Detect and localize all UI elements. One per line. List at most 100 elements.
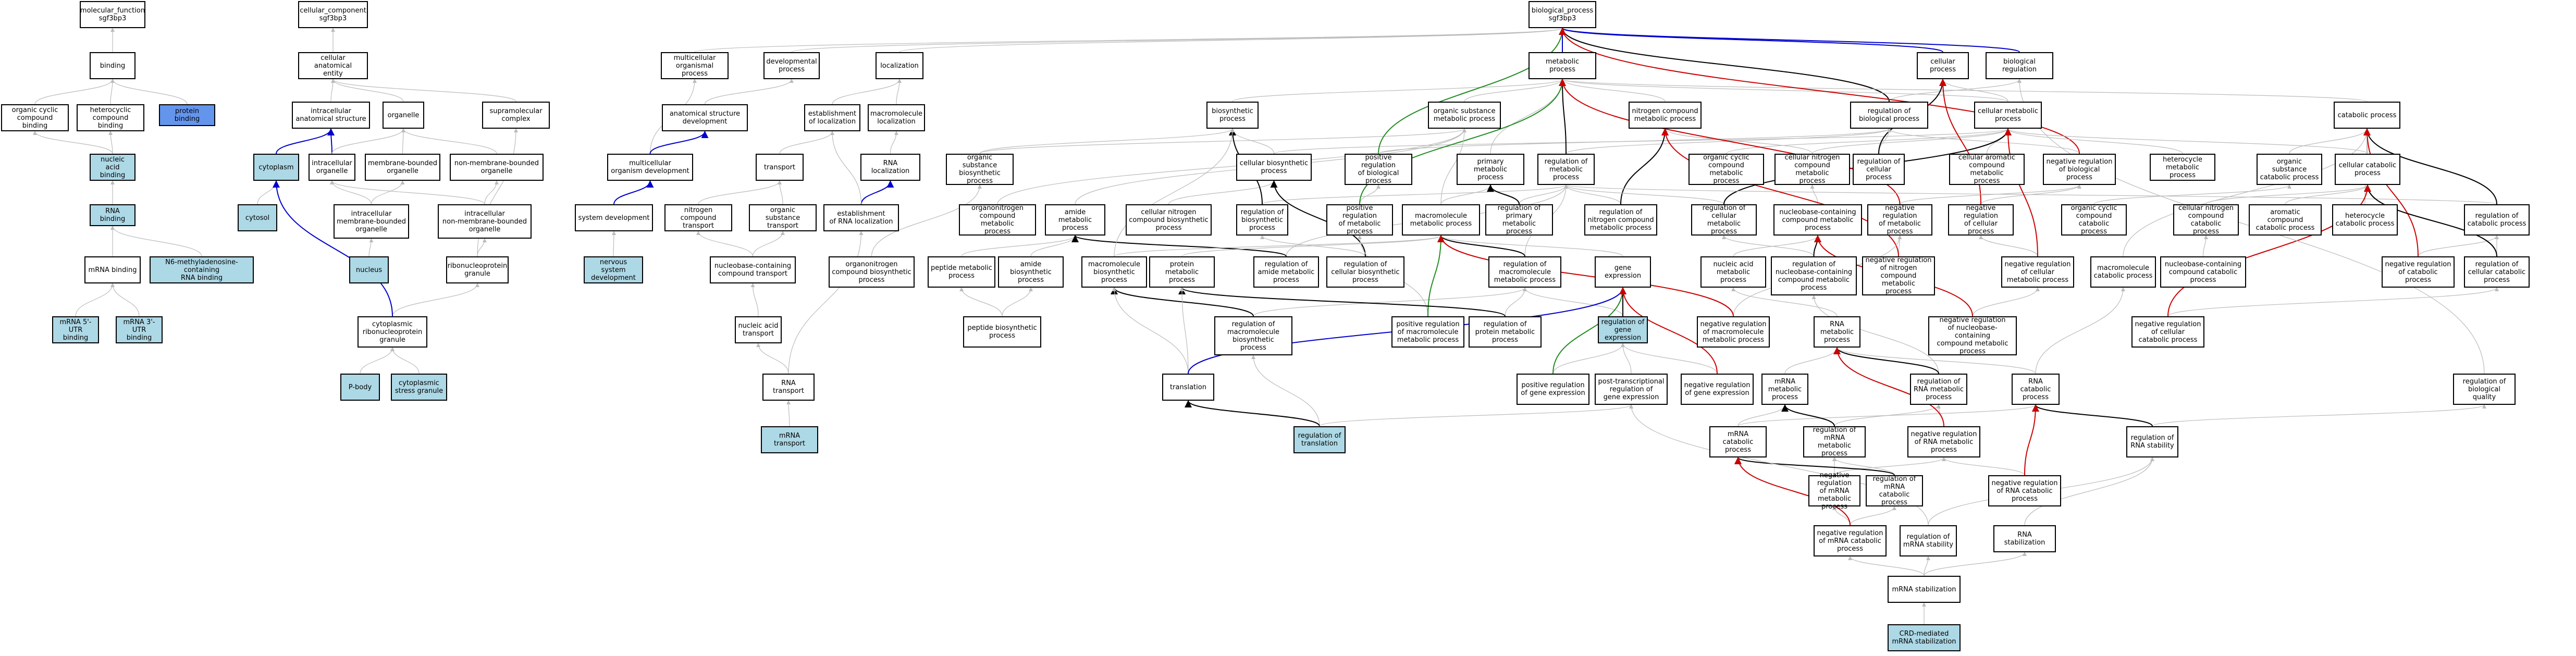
go-term-nct[interactable]: nitrogen compound transport	[664, 204, 732, 231]
go-term-nrmp[interactable]: negative regulation of metabolic process	[1867, 204, 1932, 236]
go-term-prbp[interactable]: positive regulation of biological proces…	[1345, 154, 1412, 185]
go-term-pge[interactable]: positive regulation of gene expression	[1517, 374, 1589, 405]
go-term-nrrnamp[interactable]: negative regulation of RNA metabolic pro…	[1907, 426, 1980, 457]
go-term-nrccp[interactable]: negative regulation of cellular cataboli…	[2131, 316, 2204, 348]
go-term-nrncmp[interactable]: negative regulation of nitrogen compound…	[1862, 256, 1935, 295]
go-term-genexp[interactable]: gene expression	[1595, 256, 1651, 288]
go-term-oscp[interactable]: organic substance catabolic process	[2257, 154, 2322, 185]
go-term-nrmrnacp[interactable]: negative regulation of mRNA metabolic pr…	[1808, 472, 1860, 511]
go-term-nsd[interactable]: nervous system development	[584, 256, 643, 283]
go-term-mod[interactable]: multicellular organism development	[607, 154, 693, 181]
go-term-macmp[interactable]: macromolecule metabolic process	[1402, 204, 1480, 236]
go-term-nrmacmp[interactable]: negative regulation of macromolecule met…	[1697, 316, 1770, 348]
go-term-rcmp[interactable]: regulation of cellular metabolic process	[1691, 204, 1757, 236]
go-term-rcp[interactable]: regulation of cellular process	[1853, 154, 1905, 185]
go-term-ost[interactable]: organic substance transport	[749, 204, 817, 231]
go-term-amp[interactable]: amide metabolic process	[1045, 204, 1105, 236]
go-term-translation[interactable]: translation	[1162, 374, 1214, 401]
go-term-rmp[interactable]: regulation of metabolic process	[1537, 154, 1595, 185]
go-term-rnab[interactable]: RNA binding	[90, 204, 135, 226]
go-term-occmp[interactable]: organic cyclic compound metabolic proces…	[1688, 154, 1764, 185]
go-term-m6a[interactable]: N6-methyladenosine-containing RNA bindin…	[150, 256, 254, 283]
go-term-protb[interactable]: protein binding	[159, 104, 215, 126]
go-term-accp[interactable]: aromatic compound catabolic process	[2249, 204, 2322, 236]
go-term-eol[interactable]: establishment of localization	[804, 104, 860, 131]
go-term-namp[interactable]: nucleic acid metabolic process	[1700, 256, 1766, 288]
go-term-pbody[interactable]: P-body	[340, 374, 380, 401]
go-term-devp[interactable]: developmental process	[763, 52, 820, 79]
go-term-pepmp[interactable]: peptide metabolic process	[928, 256, 995, 288]
go-term-nat[interactable]: nucleic acid transport	[735, 316, 782, 343]
go-term-onmp[interactable]: organonitrogen compound metabolic proces…	[959, 204, 1036, 236]
go-term-ccp[interactable]: cellular catabolic process	[2335, 154, 2400, 185]
go-term-rtrans[interactable]: regulation of translation	[1293, 426, 1346, 453]
go-term-nge[interactable]: negative regulation of gene expression	[1681, 374, 1754, 405]
go-term-nrcmp[interactable]: negative regulation of cellular metaboli…	[2001, 256, 2074, 288]
go-term-nbcmp[interactable]: nucleobase-containing compound metabolic…	[1773, 204, 1862, 236]
go-term-mrnastab[interactable]: mRNA stabilization	[1888, 576, 1961, 603]
go-term-robp[interactable]: regulation of biological process	[1850, 102, 1928, 129]
go-term-csg[interactable]: cytoplasmic stress granule	[391, 374, 447, 401]
go-term-rnbcmp[interactable]: regulation of nucleobase-containing comp…	[1771, 256, 1857, 295]
go-term-rnaloc[interactable]: RNA localization	[860, 154, 920, 181]
go-term-cmp[interactable]: cellular metabolic process	[1974, 102, 2042, 129]
go-term-bp[interactable]: biological_process sgf3bp3	[1529, 1, 1596, 28]
go-term-m5utr[interactable]: mRNA 5'-UTR binding	[52, 316, 99, 343]
go-term-camp[interactable]: cellular aromatic compound metabolic pro…	[1949, 154, 2025, 185]
go-term-nrnbcmp[interactable]: negative regulation of nucleobase-contai…	[1928, 316, 2017, 355]
go-term-cncbp[interactable]: cellular nitrogen compound biosynthetic …	[1126, 204, 1212, 236]
go-term-nmbo[interactable]: non-membrane-bounded organelle	[450, 154, 544, 181]
go-term-pmp[interactable]: primary metabolic process	[1457, 154, 1524, 185]
go-term-mf[interactable]: molecular_function sgf3bp3	[80, 1, 145, 28]
go-term-hmp[interactable]: heterocycle metabolic process	[2150, 154, 2215, 181]
go-term-nab[interactable]: nucleic acid binding	[90, 154, 135, 181]
go-term-mop[interactable]: multicellular organismal process	[661, 52, 729, 79]
go-term-cbp[interactable]: cellular biosynthetic process	[1236, 154, 1312, 181]
go-term-rge[interactable]: regulation of gene expression	[1598, 316, 1648, 343]
go-term-rncmp[interactable]: regulation of nitrogen compound metaboli…	[1584, 204, 1657, 236]
go-term-mcatp[interactable]: mRNA catabolic process	[1709, 426, 1767, 457]
go-term-rbq[interactable]: regulation of biological quality	[2453, 374, 2516, 405]
go-term-cellp[interactable]: cellular process	[1917, 52, 1969, 79]
go-term-hcb[interactable]: heterocyclic compound binding	[77, 104, 144, 131]
go-term-rrnas[interactable]: regulation of RNA stability	[2126, 426, 2178, 457]
go-term-crdmrna[interactable]: CRD-mediated mRNA stabilization	[1888, 624, 1961, 651]
go-term-rabp[interactable]: regulation of amide metabolic process	[1253, 256, 1319, 288]
go-term-imbo[interactable]: intracellular membrane-bounded organelle	[334, 204, 409, 239]
go-term-abp[interactable]: amide biosynthetic process	[998, 256, 1064, 288]
go-term-eorl[interactable]: establishment of RNA localization	[823, 204, 899, 231]
go-term-rccp[interactable]: regulation of cellular catabolic process	[2464, 256, 2530, 288]
go-term-m3utr[interactable]: mRNA 3'-UTR binding	[116, 316, 163, 343]
go-term-rnacp[interactable]: RNA catabolic process	[2012, 374, 2060, 405]
go-term-ias[interactable]: intracellular anatomical structure	[292, 102, 370, 129]
go-term-inmbo[interactable]: intracellular non-membrane-bounded organ…	[438, 204, 532, 239]
go-term-binding[interactable]: binding	[90, 52, 135, 79]
go-term-mrnab[interactable]: mRNA binding	[84, 256, 141, 283]
go-term-nrcp[interactable]: negative regulation of cellular process	[1948, 204, 2014, 236]
go-term-rpromp[interactable]: regulation of protein metabolic process	[1469, 316, 1542, 348]
go-term-catp[interactable]: catabolic process	[2334, 102, 2400, 129]
go-term-rnpg[interactable]: ribonucleoprotein granule	[446, 256, 509, 283]
go-term-nrcatp[interactable]: negative regulation of catabolic process	[2382, 256, 2455, 288]
go-term-transport[interactable]: transport	[756, 154, 804, 181]
go-term-hcp[interactable]: heterocycle catabolic process	[2332, 204, 2398, 236]
go-term-sysdev[interactable]: system development	[575, 204, 653, 231]
go-term-metp[interactable]: metabolic process	[1529, 52, 1596, 79]
go-term-nbccp[interactable]: nucleobase-containing compound catabolic…	[2160, 256, 2246, 288]
go-term-rbp[interactable]: regulation of biosynthetic process	[1236, 204, 1288, 236]
go-term-ocb[interactable]: organic cyclic compound binding	[1, 104, 69, 131]
go-term-cytoplasm[interactable]: cytoplasm	[253, 154, 299, 181]
go-term-rpmp[interactable]: regulation of primary metabolic process	[1485, 204, 1553, 236]
go-term-rnat[interactable]: RNA transport	[762, 374, 815, 401]
go-term-rcbp[interactable]: regulation of cellular biosynthetic proc…	[1326, 256, 1404, 288]
go-term-io[interactable]: intracellular organelle	[309, 154, 355, 181]
go-term-macbp[interactable]: macromolecule biosynthetic process	[1081, 256, 1147, 288]
go-term-rmacmp[interactable]: regulation of macromolecule metabolic pr…	[1488, 256, 1561, 288]
go-term-pepbp[interactable]: peptide biosynthetic process	[963, 316, 1041, 348]
go-term-ptrge[interactable]: post-transcriptional regulation of gene …	[1595, 374, 1668, 405]
go-term-ncmp[interactable]: nitrogen compound metabolic process	[1629, 102, 1702, 129]
go-term-cae[interactable]: cellular anatomical entity	[298, 52, 368, 79]
go-term-rmrnamp[interactable]: regulation of mRNA metabolic process	[1803, 426, 1866, 457]
go-term-rnastab[interactable]: RNA stabilization	[1993, 525, 2056, 552]
go-term-mrnamp[interactable]: mRNA metabolic process	[1761, 374, 1808, 405]
